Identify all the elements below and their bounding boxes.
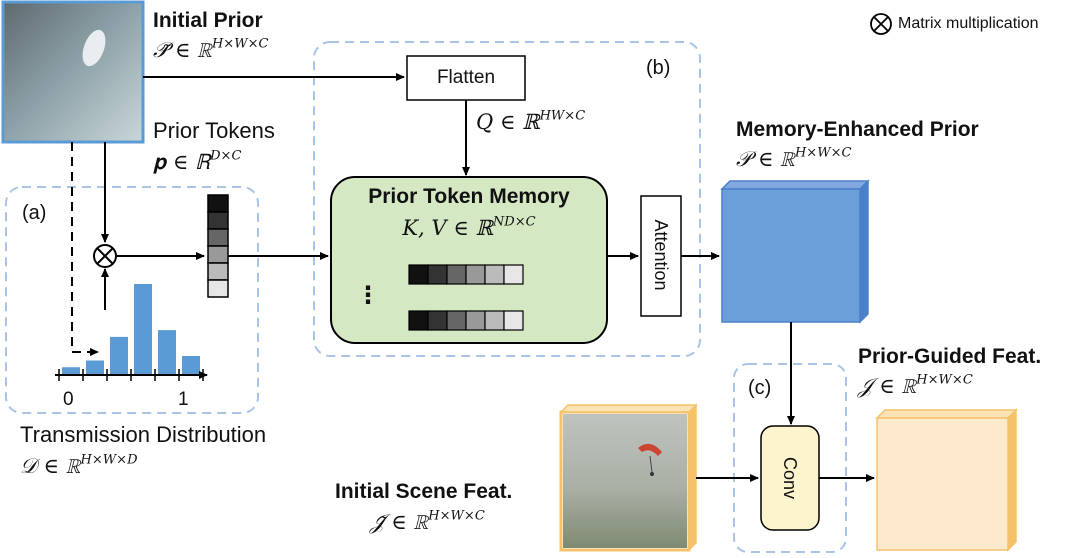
histogram-bars bbox=[62, 284, 200, 374]
prior-token-memory-box bbox=[330, 176, 608, 344]
flatten-box bbox=[406, 55, 526, 101]
memory-token-row-1 bbox=[408, 264, 524, 285]
legend-multiply-icon bbox=[870, 13, 892, 35]
query-math: Q ∈ ℝHW×C bbox=[476, 108, 586, 134]
memory-token-row-2 bbox=[408, 310, 524, 331]
histogram-tick-0: 0 bbox=[63, 389, 74, 410]
conv-label: Conv bbox=[780, 456, 800, 500]
scene-title: Initial Scene Feat. bbox=[335, 480, 513, 503]
histogram-bar bbox=[110, 336, 128, 374]
group-b-label: (b) bbox=[646, 57, 671, 79]
memory-ellipsis: ⋮ bbox=[356, 282, 380, 309]
histogram-bar bbox=[86, 360, 104, 374]
group-b-box bbox=[313, 41, 701, 357]
transmission-histogram bbox=[55, 284, 208, 381]
prior-tokens-math: 𝐩 ∈ ℝD×C bbox=[153, 148, 242, 174]
group-a-label: (a) bbox=[22, 202, 47, 224]
histogram-bar bbox=[62, 367, 80, 374]
histogram-bar bbox=[182, 356, 200, 374]
memory-title: Prior Token Memory bbox=[368, 185, 570, 208]
initial-prior-title: Initial Prior bbox=[153, 9, 263, 32]
legend-text: Matrix multiplication bbox=[898, 15, 1039, 32]
histogram-ticks bbox=[58, 369, 204, 381]
initial-prior-math: 𝒫̃ ∈ ℝH×W×C bbox=[153, 36, 269, 62]
prior-token-column bbox=[207, 194, 229, 298]
histogram-bar bbox=[134, 284, 152, 374]
attention-box bbox=[640, 195, 682, 317]
memory-enhanced-prior-cube bbox=[720, 179, 870, 324]
histogram-tick-1: 1 bbox=[178, 389, 189, 410]
guided-title: Prior-Guided Feat. bbox=[858, 345, 1042, 368]
group-c-box bbox=[733, 363, 847, 553]
scene-math: 𝒥̃ ∈ ℝH×W×C bbox=[370, 508, 485, 534]
enhanced-title: Memory-Enhanced Prior bbox=[736, 118, 979, 141]
memory-math: K, V ∈ ℝND×C bbox=[402, 214, 536, 240]
prior-guided-feature-cube bbox=[875, 408, 1018, 552]
flatten-label: Flatten bbox=[436, 67, 496, 88]
group-c-label: (c) bbox=[748, 377, 772, 399]
enhanced-math: 𝒫 ∈ ℝH×W×C bbox=[736, 145, 852, 171]
multiply-node bbox=[93, 244, 117, 268]
histogram-bar bbox=[158, 330, 176, 374]
prior-to-histogram-dashed-arrow bbox=[71, 142, 99, 356]
initial-scene-image bbox=[559, 403, 698, 552]
group-a-box bbox=[5, 186, 259, 414]
transmission-math: 𝒟 ∈ ℝH×W×D bbox=[20, 452, 138, 478]
attention-label: Attention bbox=[651, 219, 671, 291]
guided-math: 𝒥 ∈ ℝH×W×C bbox=[858, 372, 973, 398]
prior-tokens-title: Prior Tokens bbox=[153, 118, 275, 143]
initial-prior-image bbox=[1, 0, 145, 144]
transmission-title: Transmission Distribution bbox=[20, 422, 267, 447]
